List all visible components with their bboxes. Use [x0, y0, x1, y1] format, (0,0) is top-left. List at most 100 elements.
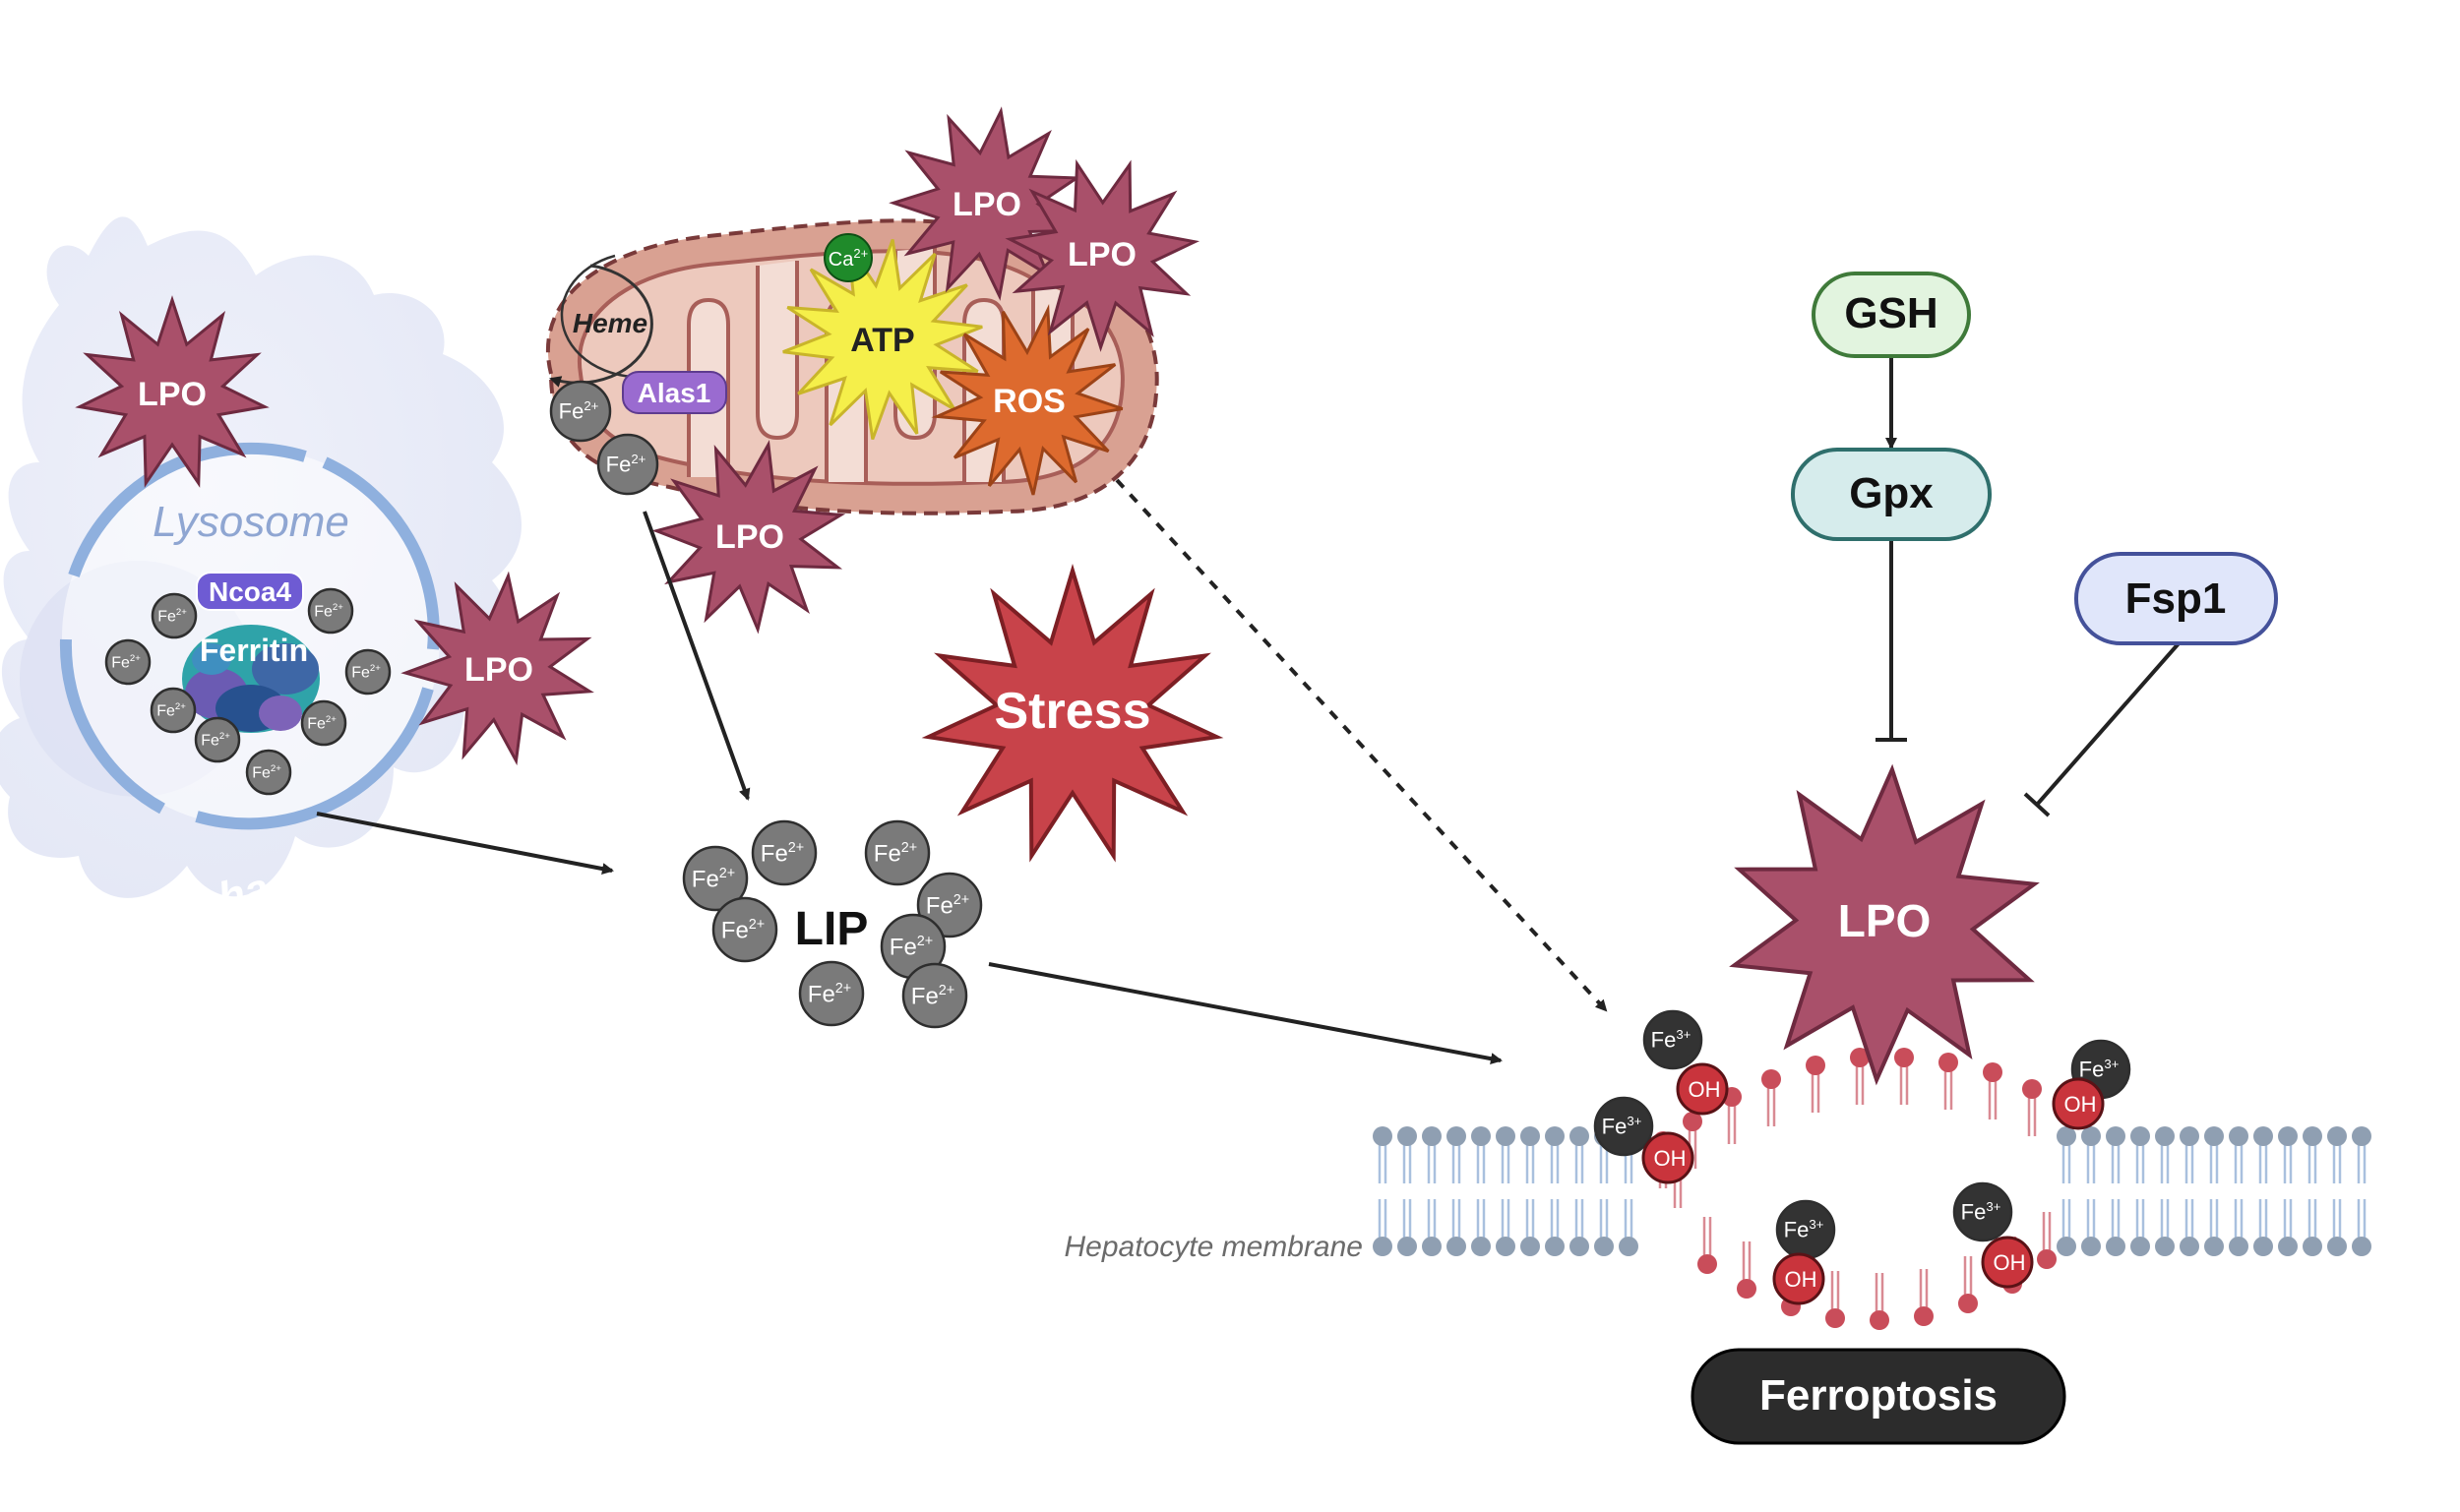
lysosome-iron-ions: Fe2+Fe2+Fe2+Fe2+Fe2+Fe2+Fe2+Fe2+: [104, 587, 392, 796]
iron-ion: Fe2+: [596, 433, 659, 496]
iron-charge: 2+: [788, 840, 804, 856]
lpo-label: LPO: [715, 518, 784, 556]
lpo-label: LPO: [464, 651, 533, 689]
svg-text:Fe2+: Fe2+: [252, 763, 281, 781]
svg-text:Fe2+: Fe2+: [808, 981, 851, 1008]
oxidized-lipid: [1914, 1269, 1934, 1326]
ferroptosis-label: Ferroptosis: [1759, 1371, 1998, 1420]
lipid: [2155, 1199, 2175, 1256]
lipid: [1422, 1199, 1442, 1256]
iron-label: Fe: [606, 453, 632, 477]
iron-charge: 2+: [370, 663, 381, 674]
iron-label: Fe: [2079, 1058, 2105, 1082]
svg-text:Fe2+: Fe2+: [307, 714, 337, 732]
lip-iron-ions: Fe2+Fe2+Fe2+Fe2+Fe2+Fe2+Fe2+Fe2+: [682, 819, 983, 1029]
lipid: [2130, 1126, 2150, 1183]
lipid: [1471, 1199, 1491, 1256]
lipid: [1397, 1126, 1417, 1183]
iron-charge: 2+: [939, 983, 954, 998]
gpx-label: Gpx: [1849, 469, 1934, 517]
lipid: [1496, 1199, 1515, 1256]
iron-charge: 2+: [219, 731, 230, 742]
iron-label: Fe: [252, 765, 271, 782]
svg-text:Fe2+: Fe2+: [201, 731, 230, 749]
iron-ion: Fe2+: [864, 819, 931, 886]
lpo-burst: LPO: [400, 571, 594, 766]
lipid: [2229, 1199, 2248, 1256]
iron-charge: 2+: [749, 917, 765, 933]
iron-charge: 2+: [631, 452, 646, 466]
oxidized-lipid: [1697, 1217, 1717, 1274]
svg-text:Fe2+: Fe2+: [156, 701, 186, 719]
lipid: [2352, 1126, 2371, 1183]
iron-label: Fe: [1602, 1115, 1628, 1139]
lipid: [2204, 1199, 2224, 1256]
iron-ion: Fe3+: [1775, 1199, 1836, 1260]
lipid: [1496, 1126, 1515, 1183]
iron-ion: Fe2+: [150, 687, 197, 734]
iron-label: Fe: [721, 917, 749, 943]
heme-label: Heme: [573, 308, 647, 338]
hydroxyl-label: OH: [1994, 1250, 2026, 1275]
lpo-label: LPO: [953, 186, 1021, 223]
lpo-main-burst: LPO: [1729, 763, 2040, 1086]
svg-text:Fe2+: Fe2+: [692, 866, 735, 893]
arrow-ros-to-membrane: [1115, 478, 1608, 1012]
hydroxyl-label: OH: [1785, 1267, 1817, 1292]
lipid: [1520, 1126, 1540, 1183]
oxidized-lipid: [1825, 1271, 1845, 1328]
ferritin-complex: [182, 625, 320, 733]
lipid: [1422, 1126, 1442, 1183]
svg-text:Fe2+: Fe2+: [761, 840, 804, 868]
iron-label: Fe: [307, 716, 326, 733]
iron-label: Fe: [1784, 1218, 1810, 1242]
membrane-label: Hepatocyte membrane: [1065, 1231, 1364, 1263]
oxidized-lipid: [1938, 1053, 1958, 1110]
iron-charge: 2+: [719, 866, 735, 881]
iron-ion: Fe2+: [916, 872, 983, 938]
iron-ion: Fe3+: [1952, 1181, 2013, 1242]
hydroxyl-label: OH: [2064, 1092, 2097, 1117]
stress-burst: Stress: [921, 564, 1224, 863]
hydroxyl-radical: OH: [1772, 1252, 1825, 1305]
gsh-label: GSH: [1844, 289, 1937, 337]
iron-ion: Fe2+: [307, 587, 354, 635]
oxidized-lipid: [1894, 1048, 1914, 1105]
lipid: [1594, 1199, 1614, 1256]
svg-text:Ca2+: Ca2+: [829, 246, 868, 271]
lipid: [2130, 1199, 2150, 1256]
hydroxyl-radical: OH: [2052, 1077, 2105, 1130]
svg-text:Fe2+: Fe2+: [890, 934, 933, 961]
lipid: [2303, 1126, 2322, 1183]
oxidized-lipid: [1870, 1273, 1889, 1330]
svg-text:Fe2+: Fe2+: [111, 653, 141, 671]
iron-charge: 2+: [901, 840, 917, 856]
calcium-ion: Ca2+: [824, 233, 873, 282]
iron-label: Fe: [808, 981, 835, 1007]
lipid: [1373, 1199, 1392, 1256]
lpo-burst: LPO: [75, 295, 270, 488]
hydroxyl-radical: OH: [1641, 1131, 1694, 1184]
iron-label: Fe: [314, 604, 333, 621]
lipid: [2180, 1126, 2199, 1183]
lpo-main-label: LPO: [1838, 895, 1932, 946]
hydroxyl-radical: OH: [1981, 1236, 2034, 1289]
lipid: [2057, 1126, 2076, 1183]
lysosome: Lysosome Ncoa4 Ferritin Fe2+Fe2+Fe2+Fe2+…: [59, 442, 440, 830]
lipid: [2106, 1126, 2125, 1183]
lpo-burst: LPO: [651, 440, 846, 635]
svg-text:Fe3+: Fe3+: [1784, 1217, 1824, 1242]
lipid: [2253, 1126, 2273, 1183]
svg-text:Fe2+: Fe2+: [721, 917, 765, 944]
lipid: [2155, 1126, 2175, 1183]
arrow-lip-to-membrane: [988, 962, 1503, 1065]
lipid: [2278, 1199, 2298, 1256]
svg-text:Fe2+: Fe2+: [559, 398, 599, 424]
iron-label: Fe: [1961, 1200, 1987, 1225]
arrow-lysosome-to-lip: [316, 812, 614, 875]
alas1-label: Alas1: [638, 378, 711, 408]
iron-ion: Fe2+: [751, 819, 818, 886]
gpx-node: Gpx: [1791, 448, 1992, 541]
